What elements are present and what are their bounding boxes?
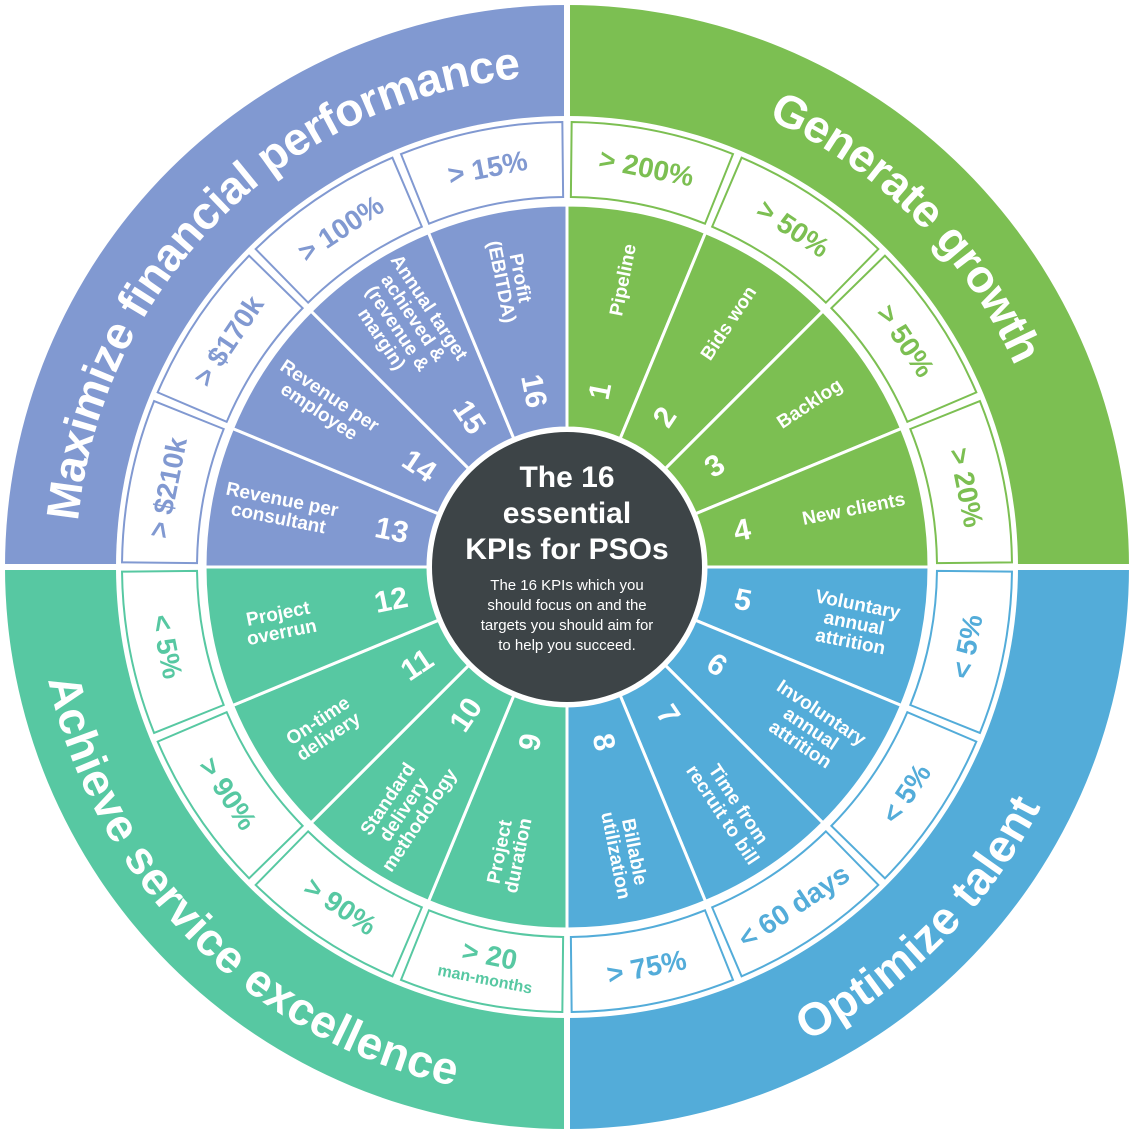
target-cell-16 xyxy=(399,121,565,226)
target-cell-9 xyxy=(399,908,565,1013)
target-cell-8 xyxy=(569,908,735,1013)
center-subtitle-line-2: should focus on and the xyxy=(487,597,646,614)
target-cell-14 xyxy=(156,254,305,424)
quadrant-band-talent xyxy=(567,567,1129,1129)
target-cell-5 xyxy=(908,569,1013,735)
center-title-line-1: The 16 xyxy=(519,461,614,494)
kpi-number-5: 5 xyxy=(731,583,754,619)
target-cell-7 xyxy=(710,829,880,978)
target-cell-10 xyxy=(254,829,424,978)
center-subtitle-line-1: The 16 KPIs which you xyxy=(490,577,643,594)
center-hub: The 16 essential KPIs for PSOs The 16 KP… xyxy=(428,428,706,706)
kpi-number-1: 1 xyxy=(583,380,619,403)
target-cell-3 xyxy=(829,254,978,424)
kpi-number-13: 13 xyxy=(372,511,411,550)
center-subtitle-line-4: to help you succeed. xyxy=(498,637,636,654)
quadrant-band-growth xyxy=(567,5,1129,567)
target-cell-6 xyxy=(829,710,978,880)
center-circle xyxy=(428,428,706,706)
kpi-number-9: 9 xyxy=(513,731,549,754)
center-title-line-3: KPIs for PSOs xyxy=(465,533,668,566)
quadrant-band-service xyxy=(5,567,567,1129)
target-cell-2 xyxy=(710,156,880,305)
target-cell-11 xyxy=(156,710,305,880)
center-subtitle-line-3: targets you should aim for xyxy=(481,617,654,634)
target-cell-15 xyxy=(254,156,424,305)
target-cell-1 xyxy=(569,121,735,226)
quadrant-band-financial xyxy=(5,5,567,567)
target-cell-12 xyxy=(121,569,226,735)
center-title-line-2: essential xyxy=(503,497,631,530)
kpi-number-4: 4 xyxy=(731,513,754,549)
kpi-number-16: 16 xyxy=(514,372,553,411)
kpi-number-12: 12 xyxy=(372,581,411,620)
kpi-number-8: 8 xyxy=(586,731,622,754)
target-cell-4 xyxy=(908,399,1013,565)
target-cell-13 xyxy=(121,399,226,565)
